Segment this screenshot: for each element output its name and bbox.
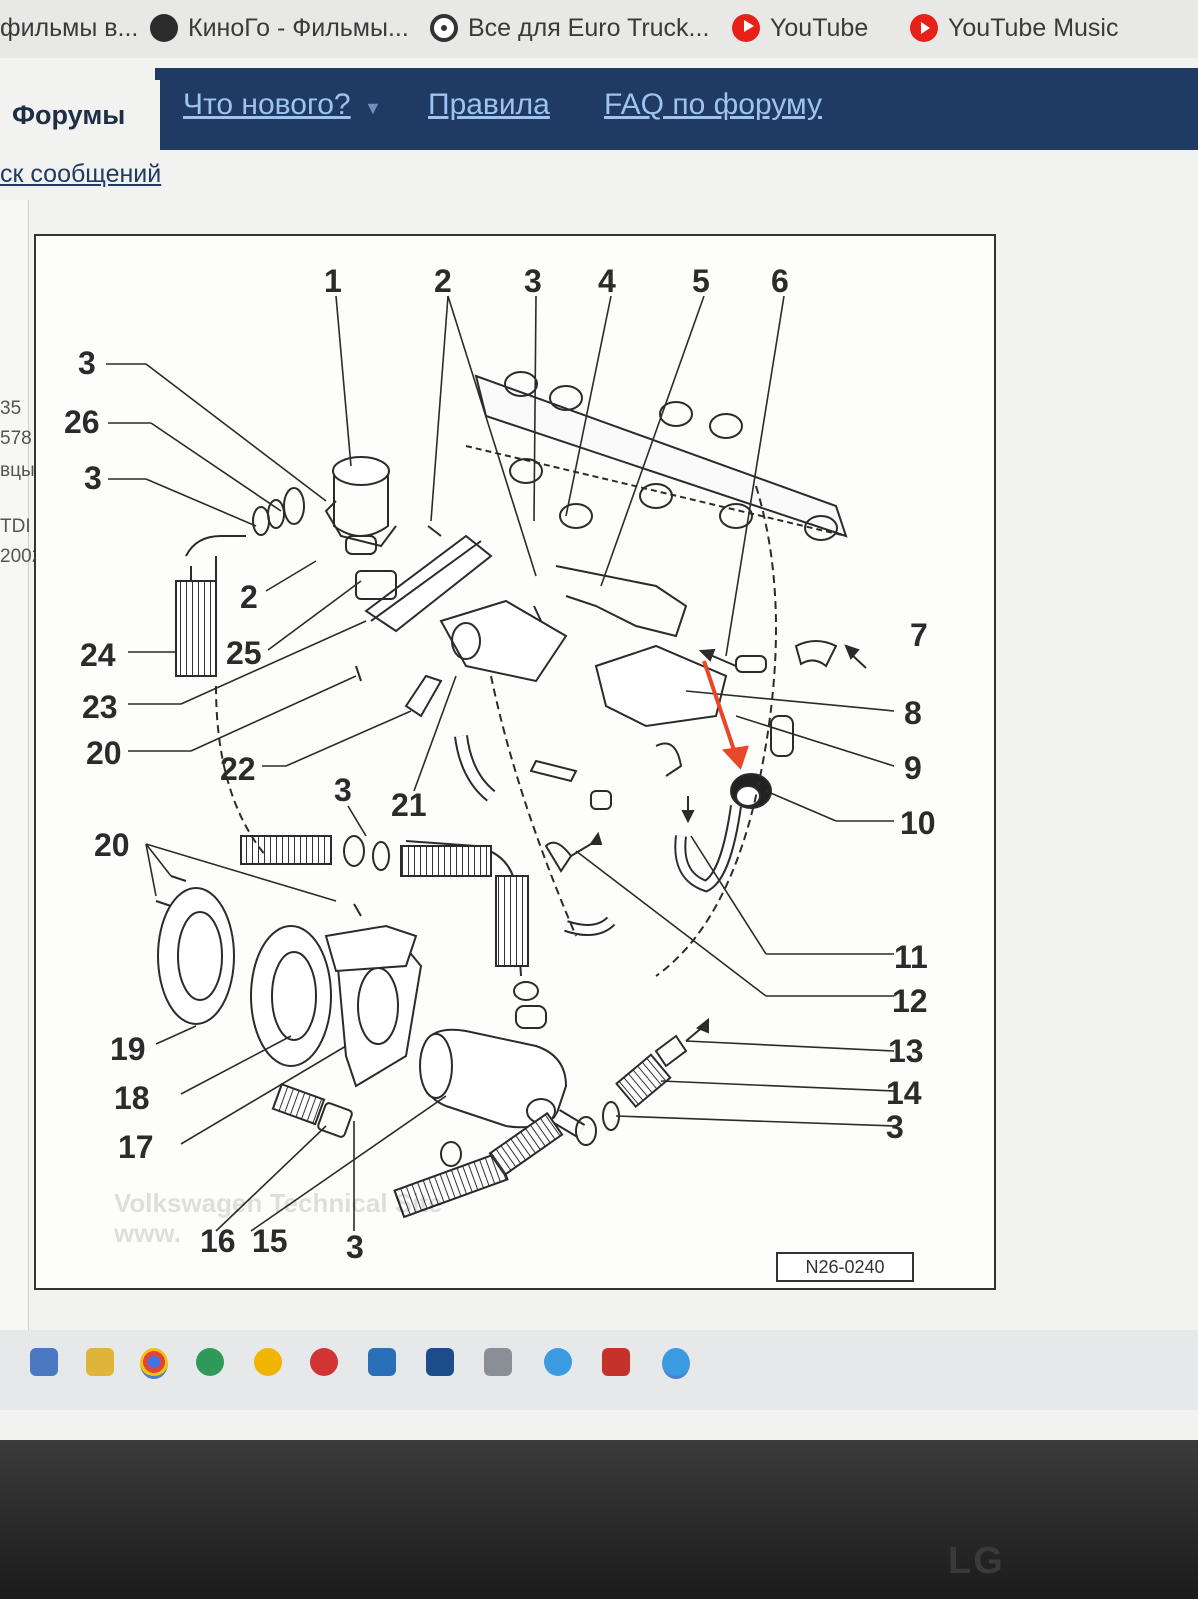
tab-forums[interactable]: Форумы [0,80,160,150]
callout-3: 3 [886,1109,904,1145]
callout-4: 4 [598,263,616,299]
chevron-down-icon[interactable]: ▼ [364,98,382,118]
bookmark-kinogo[interactable]: КиноГо - Фильмы... [150,10,409,46]
diagram-drawing: 1 2 3 4 5 6 3 26 3 2 25 24 23 20 22 3 21… [64,263,936,1265]
bookmark-youtube[interactable]: YouTube [732,10,868,46]
telegram-icon[interactable] [544,1348,572,1376]
monitor-bezel [0,1440,1198,1599]
screen: фильмы в... КиноГо - Фильмы... Все для E… [0,0,1198,1440]
nav-bar [155,68,1198,150]
left-column [0,200,29,1350]
opera-icon[interactable] [310,1348,338,1376]
callout-13: 13 [888,1033,924,1069]
callout-17: 17 [118,1129,154,1165]
callout-22: 22 [220,751,256,787]
app-blue-icon[interactable] [426,1348,454,1376]
kinogo-icon [150,14,178,42]
steam-icon[interactable] [368,1348,396,1376]
youtube-music-icon [910,14,938,42]
callout-3: 3 [78,345,96,381]
callout-25: 25 [226,635,262,671]
callout-1: 1 [324,263,342,299]
bookmarks-bar: фильмы в... КиноГо - Фильмы... Все для E… [0,0,1198,58]
monitor-brand-logo: LG [948,1540,1005,1582]
forum-nav: Форумы Что нового? ▼ Правила FAQ по фору… [0,58,1198,150]
nav-link-whats-new[interactable]: Что нового? [183,88,351,121]
callout-5: 5 [692,263,710,299]
youtube-icon [732,14,760,42]
watermark: Volkswagen Technical Site www. [114,1188,443,1248]
callout-18: 18 [114,1080,150,1116]
browser-icon[interactable] [196,1348,224,1376]
callout-3: 3 [84,460,102,496]
callout-15: 15 [252,1223,288,1259]
nav-link-rules[interactable]: Правила [428,88,550,121]
callout-10: 10 [900,805,936,841]
callout-16: 16 [200,1223,236,1259]
callout-24: 24 [80,637,116,673]
callout-6: 6 [771,263,789,299]
callout-20: 20 [94,827,130,863]
callout-2: 2 [240,579,258,615]
callout-3: 3 [346,1229,364,1265]
side-text: TDI [0,516,31,537]
exploded-parts-diagram[interactable]: 1 2 3 4 5 6 3 26 3 2 25 24 23 20 22 3 21… [34,234,996,1290]
callout-19: 19 [110,1031,146,1067]
callout-11: 11 [894,939,928,975]
nav-link-faq[interactable]: FAQ по форуму [604,88,822,121]
taskbar [0,1330,1198,1410]
store-icon[interactable] [30,1348,58,1376]
bookmark-euro-truck[interactable]: Все для Euro Truck... [430,10,709,46]
side-text: 2002 [0,546,43,567]
bookmark-films[interactable]: фильмы в... [0,13,139,42]
folder-icon[interactable] [86,1348,114,1376]
callout-12: 12 [892,983,928,1019]
callout-3: 3 [524,263,542,299]
callout-2: 2 [434,263,452,299]
callout-9: 9 [904,750,922,786]
callout-26: 26 [64,404,100,440]
side-text: вцы [0,460,35,481]
bookmark-youtube-music[interactable]: YouTube Music [910,10,1118,46]
callout-8: 8 [904,695,922,731]
callout-3: 3 [334,772,352,808]
euro-truck-icon [430,14,458,42]
chrome-icon[interactable] [140,1348,168,1379]
side-text: 578 [0,428,32,449]
diagram-reference-code: N26-0240 [776,1252,914,1282]
callout-23: 23 [82,689,118,725]
callout-14: 14 [886,1075,922,1111]
subnav-search-messages[interactable]: ск сообщений [0,160,162,188]
callout-21: 21 [391,787,427,823]
app-icon[interactable] [254,1348,282,1376]
keyboard-icon[interactable] [484,1348,512,1376]
side-text: 35 [0,398,22,419]
callout-7: 7 [910,617,928,653]
telegram-active-icon[interactable] [662,1348,690,1379]
bookmark-icon[interactable] [602,1348,630,1376]
callout-20: 20 [86,735,122,771]
